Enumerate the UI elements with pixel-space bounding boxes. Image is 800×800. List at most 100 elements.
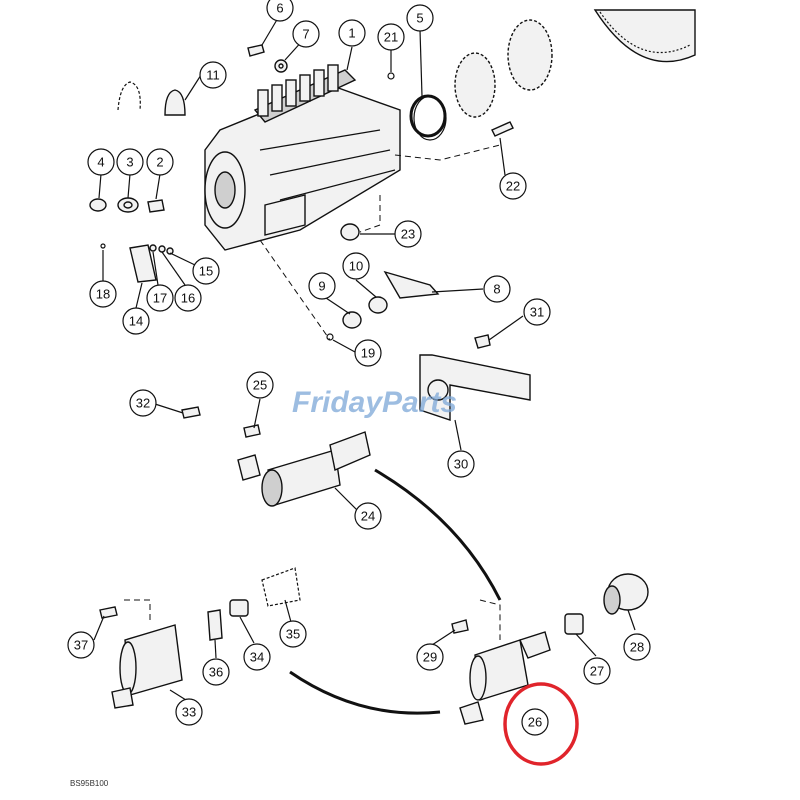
svg-text:29: 29 [423, 650, 437, 665]
clamp-9 [342, 311, 362, 329]
bolt-32 [181, 406, 201, 419]
svg-text:11: 11 [206, 68, 220, 83]
callout-19: 19 [354, 339, 382, 367]
callout-36: 36 [202, 658, 230, 686]
bolt-25 [243, 424, 261, 438]
callout-28: 28 [623, 633, 651, 661]
callout-34: 34 [243, 643, 271, 671]
callout-18: 18 [89, 280, 117, 308]
callout-32: 32 [129, 389, 157, 417]
callout-9: 9 [308, 272, 336, 300]
callout-35: 35 [279, 620, 307, 648]
o-ring-21 [387, 72, 395, 80]
svg-text:14: 14 [129, 314, 143, 329]
highlight-ring-callout-26 [503, 682, 579, 766]
o-ring-19 [326, 333, 334, 341]
dash-pump-to-stud [394, 144, 501, 161]
lever-8 [383, 270, 440, 299]
svg-text:2: 2 [156, 155, 163, 170]
svg-text:1: 1 [348, 26, 355, 41]
svg-text:22: 22 [506, 179, 520, 194]
svg-text:27: 27 [590, 664, 604, 679]
boot-35 [261, 567, 301, 607]
stud-22 [491, 121, 514, 137]
solenoid-33 [111, 624, 183, 709]
bushing-23 [340, 223, 360, 241]
callout-22: 22 [499, 172, 527, 200]
svg-text:28: 28 [630, 640, 644, 655]
callout-29: 29 [416, 643, 444, 671]
svg-text:21: 21 [384, 30, 398, 45]
svg-text:24: 24 [361, 509, 375, 524]
boot-28 [603, 573, 649, 615]
callout-7: 7 [292, 20, 320, 48]
fitting-4 [89, 198, 107, 212]
callout-1: 1 [338, 19, 366, 47]
fuel-shutoff-solenoid-24 [237, 431, 371, 507]
bolt-31 [474, 334, 491, 349]
bracket-14 [129, 244, 157, 283]
svg-text:10: 10 [349, 259, 363, 274]
pin-18 [100, 243, 106, 249]
gear-seal [413, 19, 553, 141]
seal-3 [117, 197, 139, 213]
svg-text:4: 4 [97, 155, 104, 170]
callout-23: 23 [394, 220, 422, 248]
svg-text:30: 30 [454, 457, 468, 472]
bracket-36 [207, 609, 223, 641]
callout-24: 24 [354, 502, 382, 530]
gasket-11 [117, 81, 186, 116]
callout-3: 3 [116, 148, 144, 176]
svg-text:9: 9 [318, 279, 325, 294]
callout-14: 14 [122, 307, 150, 335]
callout-33: 33 [175, 698, 203, 726]
valve-2 [147, 199, 165, 213]
callout-4: 4 [87, 148, 115, 176]
callout-5: 5 [406, 4, 434, 32]
solenoid-26 [459, 631, 551, 725]
svg-text:5: 5 [416, 11, 423, 26]
callout-8: 8 [483, 275, 511, 303]
svg-text:31: 31 [530, 305, 544, 320]
injection-pump [204, 64, 401, 251]
svg-text:36: 36 [209, 665, 223, 680]
callout-37: 37 [67, 631, 95, 659]
callout-6: 6 [266, 0, 294, 22]
svg-text:35: 35 [286, 627, 300, 642]
callout-27: 27 [583, 657, 611, 685]
svg-text:34: 34 [250, 650, 264, 665]
svg-text:7: 7 [302, 27, 309, 42]
svg-text:3: 3 [126, 155, 133, 170]
callout-30: 30 [447, 450, 475, 478]
svg-text:23: 23 [401, 227, 415, 242]
svg-text:16: 16 [181, 291, 195, 306]
svg-text:37: 37 [74, 638, 88, 653]
callout-2: 2 [146, 148, 174, 176]
dash-pump-to-lever [259, 239, 331, 341]
solenoid-bracket-30 [419, 354, 531, 421]
bushing-10 [368, 296, 388, 314]
watermark: FridayParts [292, 386, 457, 419]
callout-21: 21 [377, 23, 405, 51]
spring-27 [564, 613, 584, 635]
svg-text:6: 6 [276, 1, 283, 16]
dash-solenoid26 [479, 599, 501, 640]
spring-34 [229, 599, 249, 617]
o-ring-5 [409, 94, 447, 138]
leader-lines [93, 17, 636, 701]
washer-7 [274, 59, 288, 73]
drawing-code: BS95B100 [70, 779, 109, 788]
callout-26: 26 [521, 708, 549, 736]
svg-text:33: 33 [182, 705, 196, 720]
callout-11: 11 [199, 61, 227, 89]
bolt-37 [99, 606, 118, 619]
wire-harness-lower [289, 670, 441, 715]
bolt-6 [247, 44, 265, 57]
timing-gear [593, 9, 696, 63]
svg-text:18: 18 [96, 287, 110, 302]
svg-text:19: 19 [361, 346, 375, 361]
callout-31: 31 [523, 298, 551, 326]
callout-17: 17 [146, 284, 174, 312]
callout-25: 25 [246, 371, 274, 399]
